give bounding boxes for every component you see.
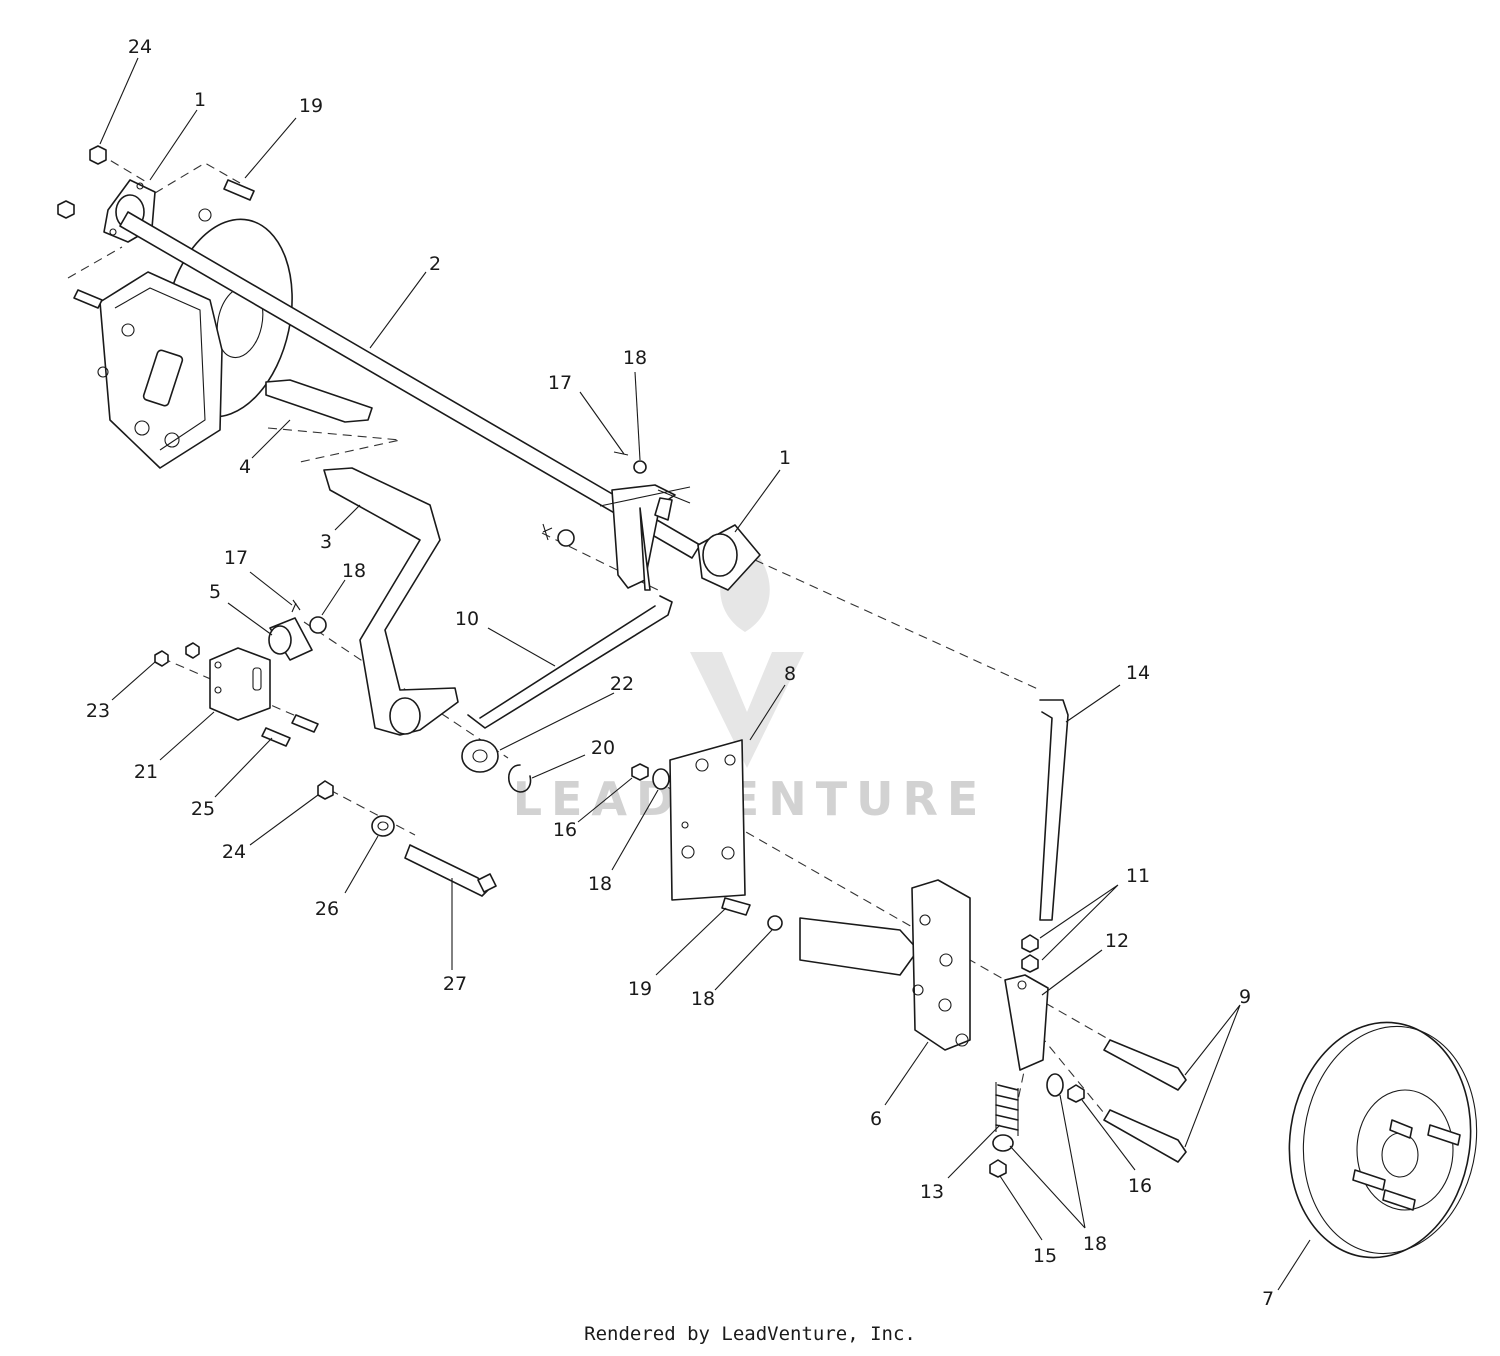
bolt-part-27: [317, 780, 497, 897]
brake-caliper-part-6: [799, 879, 971, 1051]
callout-3: 3: [320, 531, 332, 553]
callout-24-top: 24: [128, 36, 152, 58]
brake-rod-part-14: [1039, 699, 1069, 921]
link-rod-part-10: [467, 451, 691, 729]
hardware-center: [631, 763, 783, 931]
callout-1-top: 1: [194, 89, 206, 111]
washer-part-22: [461, 739, 532, 793]
callout-22: 22: [610, 673, 634, 695]
callout-1-center: 1: [779, 447, 791, 469]
callout-16-center: 16: [553, 819, 577, 841]
callout-8: 8: [784, 663, 796, 685]
callout-18-upper: 18: [623, 347, 647, 369]
callout-labels: 24 1 19 2 18 17 1 4 3 17 18 5 10 22 8 14…: [86, 36, 1274, 1310]
callout-7: 7: [1262, 1288, 1274, 1310]
pins-part-9: [1046, 1039, 1187, 1163]
pedal-arm: [323, 467, 459, 736]
hardware-upper-left: [57, 145, 255, 309]
callout-18-right-lower: 18: [691, 988, 715, 1010]
callout-11: 11: [1126, 865, 1150, 887]
arm-part-12: [1004, 934, 1049, 1071]
callout-4: 4: [239, 456, 251, 478]
callout-17-upper: 17: [548, 372, 572, 394]
callout-10: 10: [455, 608, 479, 630]
callout-15: 15: [1033, 1245, 1057, 1267]
callout-13: 13: [920, 1181, 944, 1203]
callout-19-top: 19: [299, 95, 323, 117]
callout-14: 14: [1126, 662, 1150, 684]
callout-21: 21: [134, 761, 158, 783]
pedal-pad: [265, 379, 373, 423]
callout-26: 26: [315, 898, 339, 920]
callout-18-bottom: 18: [1083, 1233, 1107, 1255]
callout-17-lower: 17: [224, 547, 248, 569]
spring-part-13: [989, 1082, 1019, 1178]
brake-rotor-part-7: [1288, 1021, 1478, 1259]
callout-27: 27: [443, 973, 467, 995]
cross-shaft: [119, 211, 701, 559]
plate-part-8: [669, 739, 746, 901]
callout-20: 20: [591, 737, 615, 759]
callout-16-right: 16: [1128, 1175, 1152, 1197]
brake-assembly-left: [97, 208, 293, 469]
footer-credit: Rendered by LeadVenture, Inc.: [584, 1323, 916, 1345]
callout-19-lower: 19: [628, 978, 652, 1000]
bushing-part-5: [268, 599, 327, 661]
bearing-flange-center: [697, 524, 761, 591]
callout-18-center: 18: [588, 873, 612, 895]
watermark-text: LEADVENTURE: [513, 772, 988, 826]
callout-6: 6: [870, 1108, 882, 1130]
callout-2: 2: [429, 253, 441, 275]
leader-lines: [99, 57, 1311, 1291]
callout-18-lower: 18: [342, 560, 366, 582]
callout-12: 12: [1105, 930, 1129, 952]
callout-5: 5: [209, 581, 221, 603]
callout-24-lower: 24: [222, 841, 246, 863]
mount-bracket: [154, 642, 319, 747]
watermark-logo: LEADVENTURE: [513, 540, 988, 826]
callout-9: 9: [1239, 986, 1251, 1008]
callout-23: 23: [86, 700, 110, 722]
callout-25: 25: [191, 798, 215, 820]
